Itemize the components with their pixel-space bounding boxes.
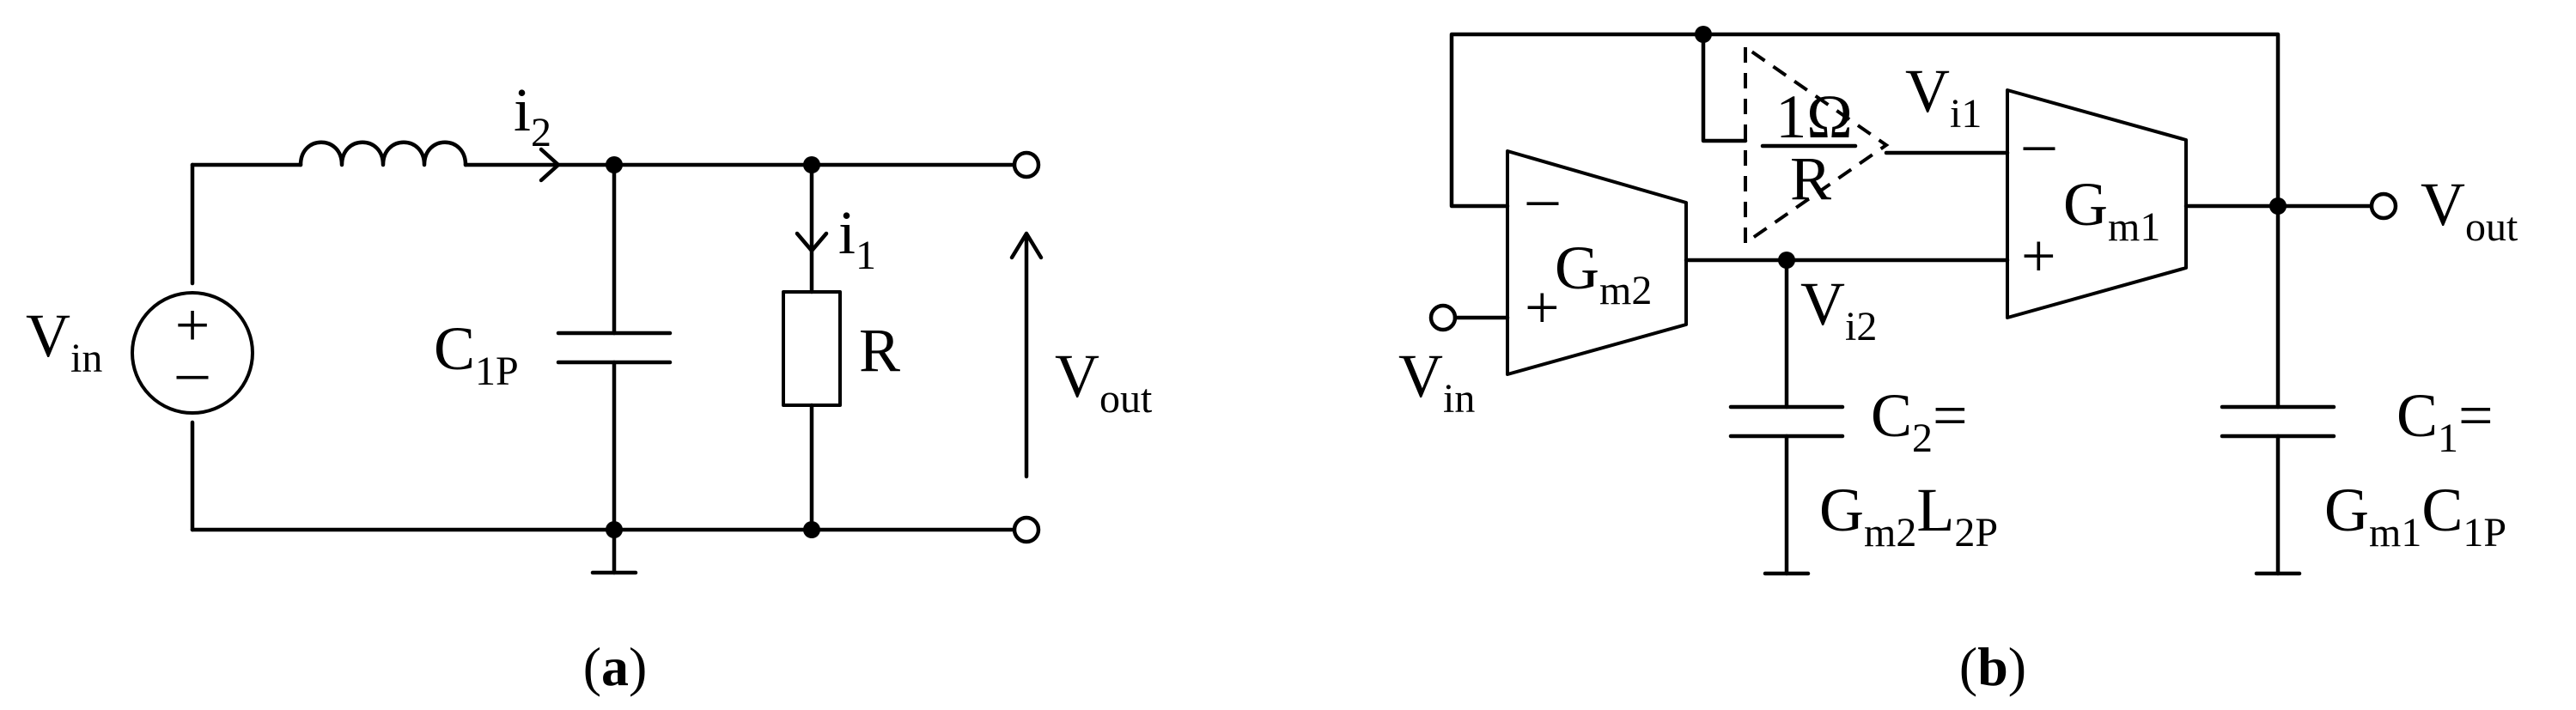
source-minus: – xyxy=(176,337,209,406)
label-c1: C1= xyxy=(2396,381,2494,461)
vout-arrow-icon xyxy=(1009,231,1044,479)
gm2-plus: + xyxy=(1525,273,1560,342)
label-vout-b: Vout xyxy=(2421,170,2518,250)
caption-b: (b) xyxy=(1959,636,2026,697)
label-gm2: Gm2 xyxy=(1555,234,1652,313)
panel-b: 1Ω R Vi1 – + Gm2 Vin Vi2 C2= xyxy=(1398,26,2518,697)
inductor-l2p xyxy=(298,140,468,167)
gm2-minus: – xyxy=(1526,163,1559,232)
label-c2-value: Gm2L2P xyxy=(1819,476,1998,555)
label-r: R xyxy=(859,316,900,385)
label-vi1: Vi1 xyxy=(1905,57,1982,137)
junction-dot xyxy=(803,156,820,173)
label-vout-a: Vout xyxy=(1055,342,1153,422)
voltage-source-icon xyxy=(131,291,254,415)
junction-dot xyxy=(803,521,820,538)
ota-gm2 xyxy=(1506,149,1688,376)
wire-feedback-loop xyxy=(1449,32,2281,209)
label-i1: i1 xyxy=(838,198,876,278)
label-vin-b: Vin xyxy=(1398,342,1475,422)
junction-dot xyxy=(606,156,623,173)
input-terminal-vin xyxy=(1428,303,1458,332)
ota-gm1 xyxy=(2006,88,2188,319)
buffer-1ohm-r-icon xyxy=(1744,44,1890,246)
label-vin-a: Vin xyxy=(26,301,102,381)
source-plus: + xyxy=(175,291,210,360)
wire-buffer-input xyxy=(1701,32,1748,143)
arrow-i2 xyxy=(539,147,561,183)
label-gm1: Gm1 xyxy=(2063,170,2160,250)
gm1-minus: – xyxy=(2023,108,2055,177)
label-vi2: Vi2 xyxy=(1800,270,1877,349)
buffer-numerator: 1Ω xyxy=(1775,82,1853,151)
panel-a: + – Vin C1P i2 i1 R xyxy=(26,76,1153,697)
label-c1p: C1P xyxy=(434,314,519,394)
resistor-r xyxy=(782,290,842,407)
label-c1-value: Gm1C1P xyxy=(2324,476,2506,555)
output-terminal-vout xyxy=(2369,191,2398,221)
caption-a: (a) xyxy=(583,636,648,697)
buffer-denominator: R xyxy=(1790,144,1831,213)
label-i2: i2 xyxy=(514,76,551,155)
arrow-i1 xyxy=(795,231,829,253)
output-terminal-top xyxy=(1012,150,1041,179)
label-c2: C2= xyxy=(1871,381,1968,461)
output-terminal-bottom xyxy=(1012,515,1041,544)
gm1-plus: + xyxy=(2021,221,2056,290)
